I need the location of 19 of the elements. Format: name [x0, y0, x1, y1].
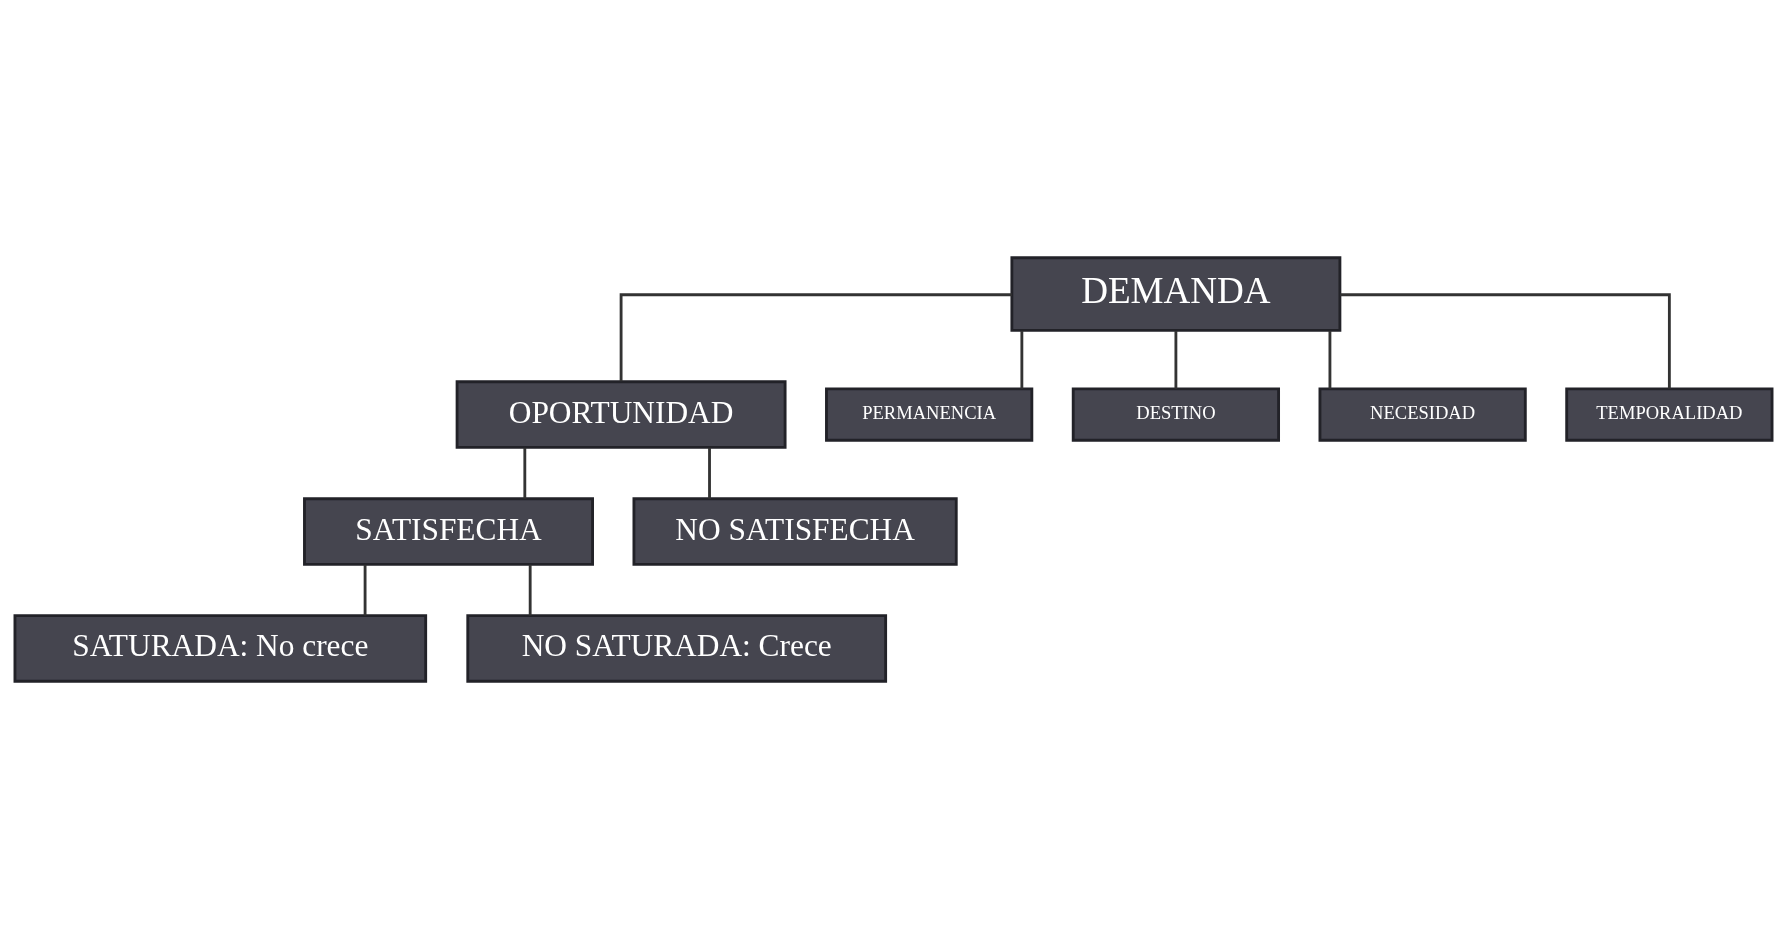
node-box: TEMPORALIDAD — [1565, 387, 1774, 442]
connector — [708, 447, 711, 499]
connector — [1328, 330, 1332, 389]
node-box: NO SATISFECHA — [632, 497, 958, 566]
connector — [619, 293, 1012, 382]
connector — [1174, 330, 1178, 389]
connector — [523, 447, 527, 499]
node-box: DESTINO — [1071, 387, 1280, 442]
node-box: SATISFECHA — [303, 497, 594, 566]
node-box: NO SATURADA: Crece — [466, 614, 888, 683]
connector — [528, 564, 532, 616]
node-box: NECESIDAD — [1318, 387, 1527, 442]
node-box: OPORTUNIDAD — [455, 380, 787, 449]
node-box: SATURADA: No crece — [13, 614, 428, 683]
node-box: DEMANDA — [1010, 256, 1342, 332]
node-box: PERMANENCIA — [825, 387, 1034, 442]
connector — [363, 564, 367, 616]
connector — [1340, 293, 1671, 389]
connector — [1020, 330, 1024, 389]
